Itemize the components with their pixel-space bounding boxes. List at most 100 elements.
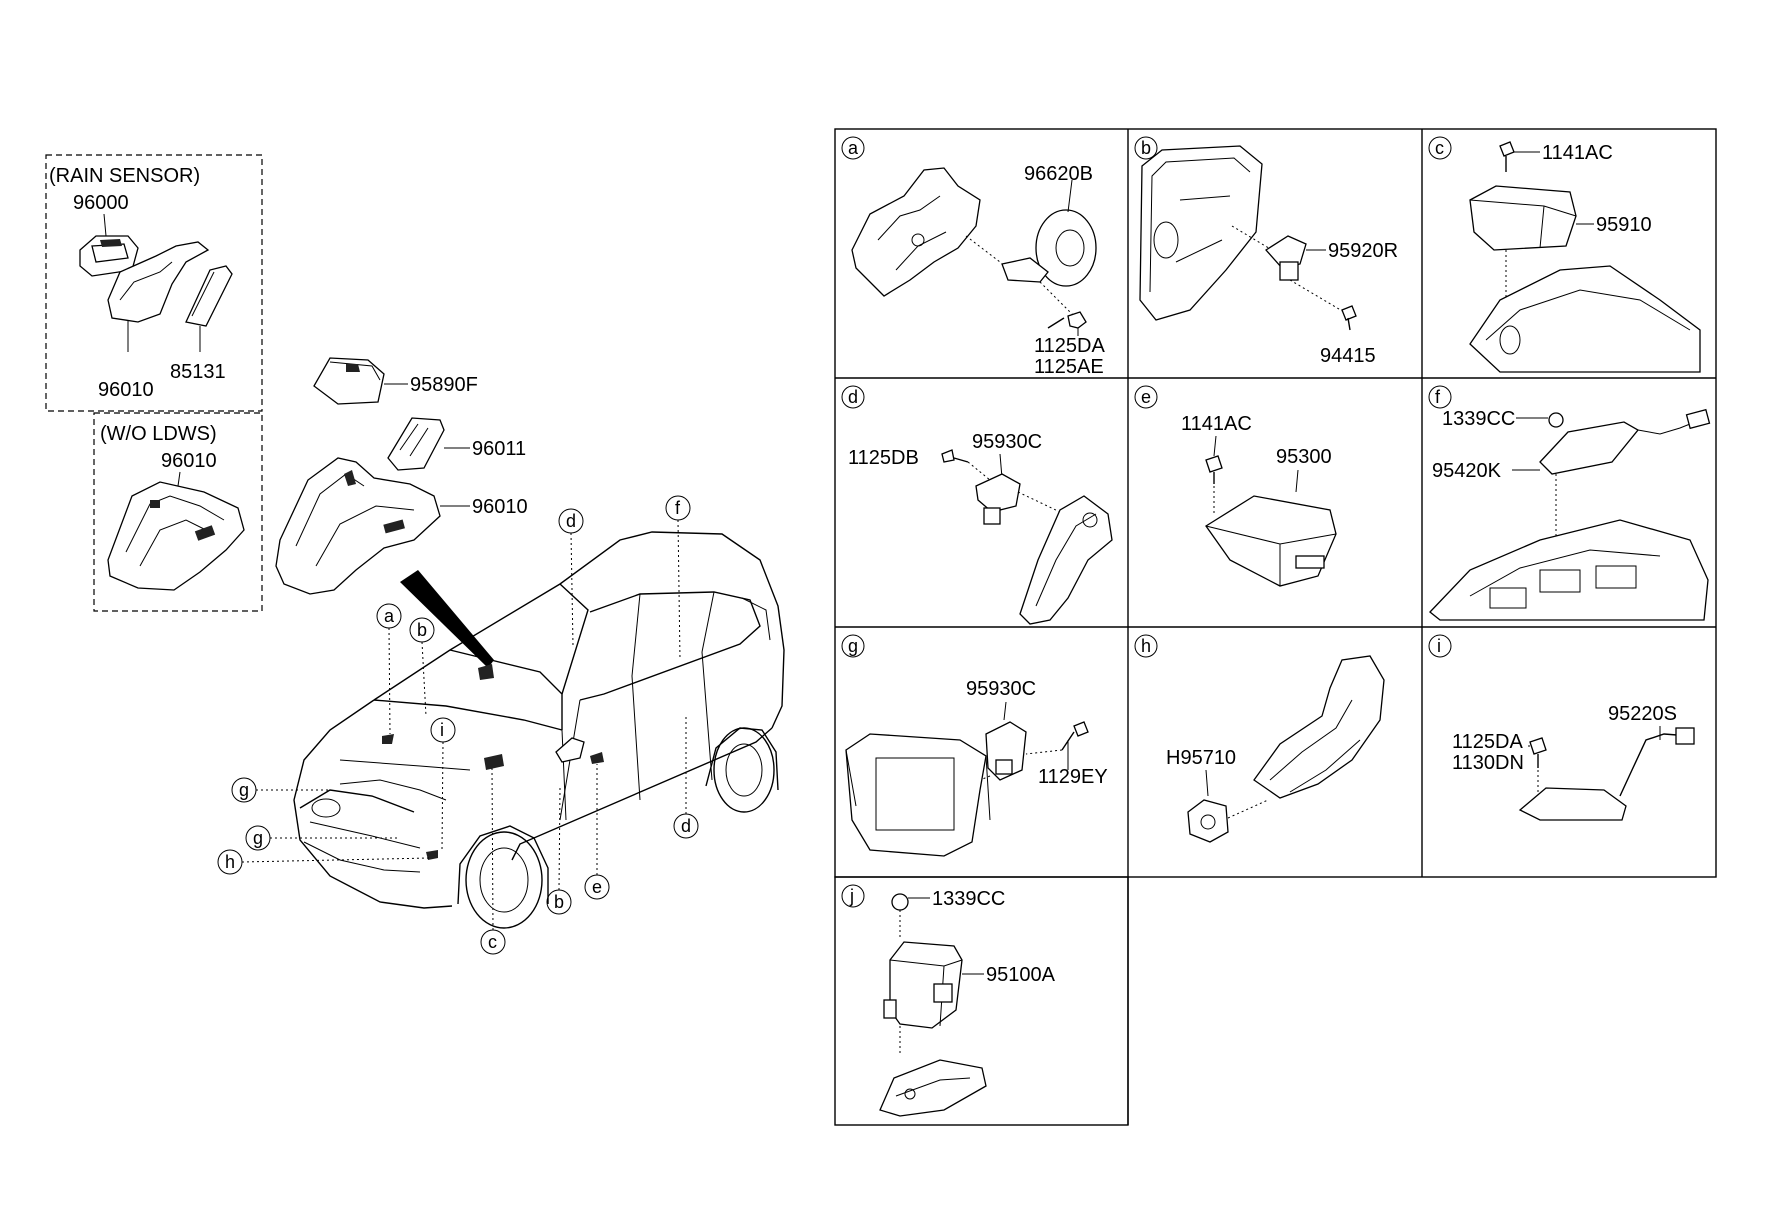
part-number-1125AE: 1125AE (1034, 356, 1104, 378)
sound-generator-icon (1187, 799, 1229, 843)
part-number-96000: 96000 (73, 192, 129, 214)
radiator-support-icon (845, 733, 991, 857)
panel-letter: i (1437, 636, 1441, 656)
door-panel-icon (1139, 145, 1263, 321)
panel-letter: h (1141, 636, 1151, 656)
panel-letter: j (849, 886, 854, 906)
horn-icon (1001, 209, 1097, 287)
panel-j: j 1339CC 95100A (841, 884, 1056, 1117)
part-number-94415: 94415 (1320, 345, 1376, 367)
panel-letter: e (1141, 387, 1151, 407)
mirror-cover-icon (107, 481, 245, 591)
panel-i: i 95220S 1125DA 1130DN (1428, 634, 1695, 821)
part-number-96620B: 96620B (1024, 163, 1093, 185)
car-callouts: a b i d f g g h c b (217, 495, 699, 955)
vehicle-illustration (293, 531, 785, 929)
sensor-bracket-icon (185, 265, 233, 327)
part-number-85131: 85131 (170, 361, 226, 383)
wo-ldws-caption: (W/O LDWS) (100, 423, 217, 445)
detail-panel-grid (834, 128, 1717, 1126)
wo-ldws-group: (W/O LDWS) 96010 (93, 412, 263, 612)
part-number-1339CC: 1339CC (1442, 408, 1515, 430)
sensor-harness-bracket-icon (1518, 727, 1695, 821)
wo-ldws-box (93, 412, 263, 612)
callout-letter: g (253, 828, 263, 848)
panel-e: e 1141AC 95300 (1134, 385, 1337, 587)
floor-pan-icon (1429, 519, 1709, 621)
bolt-icon (1499, 141, 1515, 172)
rain-sensor-box (45, 154, 263, 412)
panel-letter: c (1435, 138, 1444, 158)
rain-sensor-group: (RAIN SENSOR) 96000 96010 85131 (45, 154, 263, 412)
camera-stack-group: 95890F 96011 96010 (275, 357, 528, 668)
panel-d: d 95930C 1125DB (841, 385, 1113, 625)
callout-letter: h (225, 852, 235, 872)
bolt-icon (1047, 311, 1087, 329)
pointer-wedge (400, 570, 494, 668)
bolt-icon (1061, 721, 1089, 751)
callout-letter: b (554, 892, 564, 912)
panel-b: b 95920R 94415 (1134, 136, 1398, 367)
part-number-96010-camera: 96010 (472, 496, 528, 518)
sensor-bar-icon (1539, 408, 1711, 475)
part-number-H95710: H95710 (1166, 747, 1236, 769)
callout-letter: e (592, 877, 602, 897)
callout-letter: i (440, 720, 444, 740)
callout-letter: c (488, 932, 497, 952)
rain-sensor-module-icon (79, 235, 139, 277)
camera-bracket-icon (387, 417, 445, 471)
part-number-95930C: 95930C (972, 431, 1042, 453)
part-number-95300: 95300 (1276, 446, 1332, 468)
screw-icon (1341, 305, 1357, 331)
part-number-95420K: 95420K (1432, 460, 1502, 482)
camera-module-icon (313, 357, 385, 405)
bolt-icon (941, 449, 969, 463)
front-rail-icon (1253, 655, 1385, 799)
panel-letter: a (848, 138, 859, 158)
panel-letter: d (848, 387, 858, 407)
callout-letter: d (681, 816, 691, 836)
panel-g: g 95930C 1129EY (841, 634, 1108, 857)
part-number-95890F: 95890F (410, 374, 478, 396)
part-number-95100A: 95100A (986, 964, 1056, 986)
part-number-96010: 96010 (98, 379, 154, 401)
nut-icon (1548, 412, 1564, 428)
part-number-95910: 95910 (1596, 214, 1652, 236)
callout-letter: b (417, 620, 427, 640)
floor-panel-icon (1469, 265, 1701, 373)
callout-letter: f (675, 498, 681, 518)
bolt-icon (1205, 455, 1223, 484)
part-number-95220S: 95220S (1608, 703, 1677, 725)
part-number-1125DA: 1125DA (1034, 335, 1105, 357)
pillar-bracket-icon (1019, 495, 1113, 625)
part-number-1125DA-i: 1125DA (1452, 731, 1523, 753)
airbag-control-unit-icon (1469, 185, 1577, 251)
part-number-1129EY: 1129EY (1038, 766, 1108, 788)
control-unit-j-icon (883, 941, 963, 1029)
part-number-96011: 96011 (472, 438, 526, 460)
panel-h: h H95710 (1134, 634, 1385, 843)
panel-letter: g (848, 636, 858, 656)
callout-letter: g (239, 780, 249, 800)
impact-sensor-icon (975, 473, 1021, 525)
control-module-icon (1205, 495, 1337, 587)
part-number-96010-ldws: 96010 (161, 450, 217, 472)
panel-letter: f (1435, 387, 1441, 407)
part-number-1125DB: 1125DB (848, 447, 919, 469)
fender-apron-icon (851, 167, 981, 297)
nut-icon (891, 893, 909, 911)
mounting-bracket-icon (879, 1059, 987, 1117)
callout-letter: a (384, 606, 395, 626)
side-sensor-icon (1265, 235, 1307, 281)
front-impact-sensor-icon (985, 721, 1027, 781)
panel-a: a 96620B 1125DA 1125AE (841, 136, 1105, 378)
camera-cover-icon (275, 457, 441, 595)
panel-letter: b (1141, 138, 1151, 158)
part-number-1130DN: 1130DN (1452, 752, 1524, 774)
part-number-95920R: 95920R (1328, 240, 1398, 262)
part-number-1141AC: 1141AC (1542, 142, 1613, 164)
part-number-1339CC-j: 1339CC (932, 888, 1005, 910)
panel-c: c 1141AC 95910 (1428, 136, 1701, 373)
panel-f: f 1339CC 95420K (1428, 385, 1711, 621)
